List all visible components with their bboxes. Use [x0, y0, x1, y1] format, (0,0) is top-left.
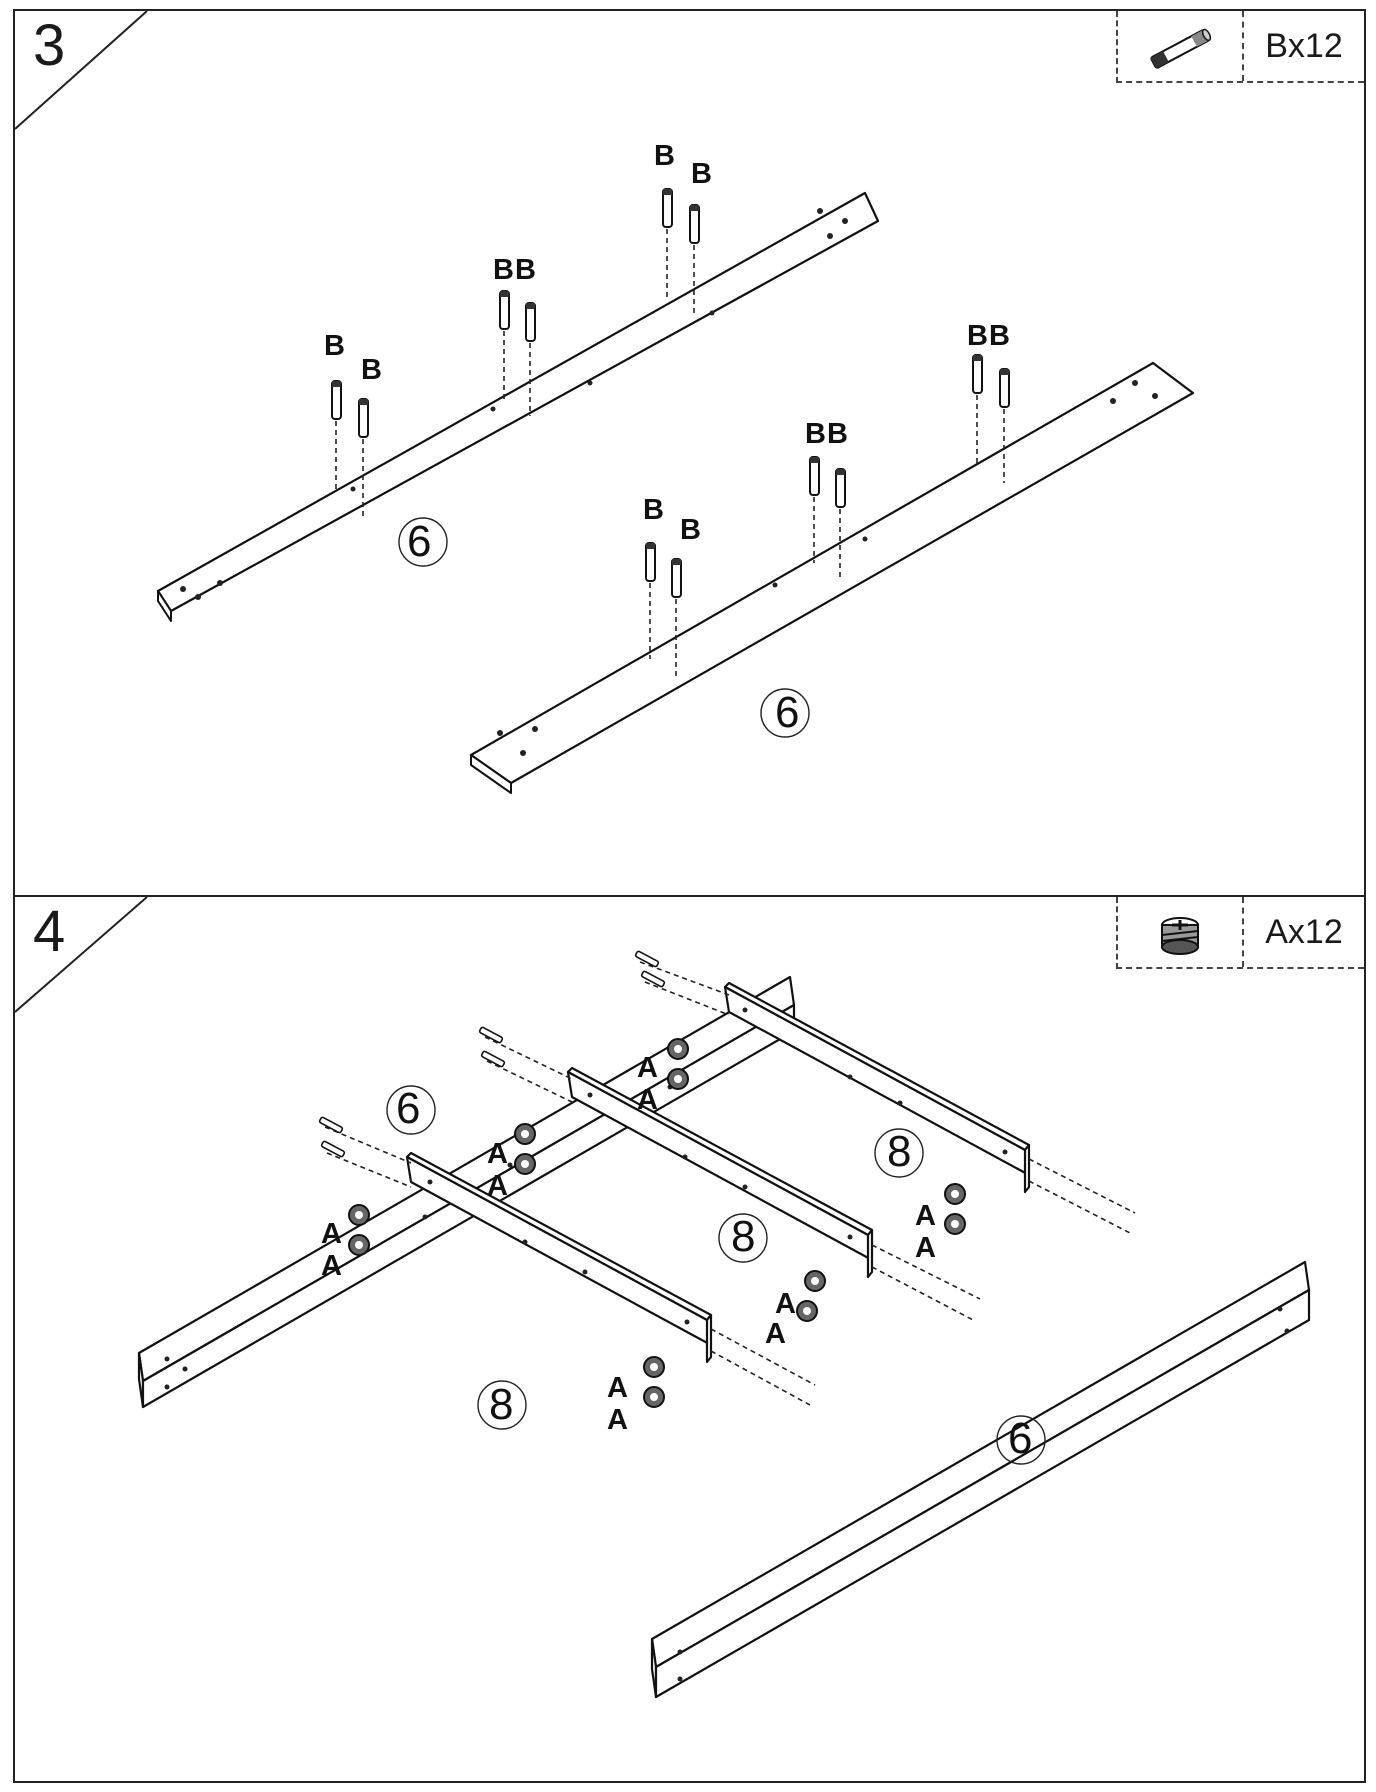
rail-board-6-lower: [469, 361, 1195, 794]
alignment-guides: [324, 961, 1136, 1406]
slat-board-8-front: [405, 1151, 713, 1364]
cam-lock-nut: [643, 1386, 665, 1408]
step-4-hardware-box: Ax12: [1116, 897, 1364, 969]
cam-lock-count-label: Ax12: [1265, 912, 1343, 951]
cam-lock-label: A: [637, 1052, 658, 1084]
cam-lock-label: A: [637, 1084, 658, 1116]
dowel-label: B: [967, 320, 988, 352]
step-4-corner-slash: [15, 897, 148, 1013]
part-number-6-upper: 6: [398, 517, 448, 567]
cam-lock-label: A: [607, 1372, 628, 1404]
step-3-corner-slash: [15, 11, 148, 130]
dowel: [972, 354, 983, 467]
cam-lock-nut: [514, 1123, 536, 1145]
dowel: [835, 468, 846, 581]
dowel: [358, 398, 369, 516]
hardware-box-divider: [1242, 11, 1244, 81]
cam-lock-nut: [944, 1213, 966, 1235]
rail-board-6-upper: [156, 191, 880, 622]
svg-text:6: 6: [396, 1084, 420, 1133]
cam-lock-nut: [643, 1356, 665, 1378]
dowel: [671, 558, 682, 676]
svg-text:6: 6: [1008, 1414, 1032, 1463]
cam-lock-label: A: [321, 1250, 342, 1282]
cam-lock-nut: [944, 1183, 966, 1205]
dowel-count-label: Bx12: [1265, 26, 1343, 65]
svg-text:8: 8: [489, 1380, 513, 1429]
dowel-label: B: [680, 514, 701, 546]
svg-text:6: 6: [775, 688, 799, 737]
part-number-6-left: 6: [386, 1084, 436, 1135]
dowel-label: B: [493, 254, 514, 286]
part-number-6-lower: 6: [760, 688, 810, 738]
dowel: [689, 204, 700, 316]
dowel-label: B: [654, 140, 675, 172]
dowel-label: B: [691, 158, 712, 190]
cam-lock-nut: [796, 1300, 818, 1322]
dowels-upper-board: [331, 188, 700, 516]
dowel: [662, 188, 673, 299]
dowel-label: B: [515, 254, 536, 286]
step-4-panel: 4 Ax12: [13, 897, 1366, 1783]
dowel: [645, 542, 656, 659]
dowel-label: B: [643, 494, 664, 526]
step-4-drawing: A A A A A A A A A A A A 6 6 8 8 8: [137, 950, 1311, 1699]
dowel: [331, 380, 342, 491]
part-number-8-front: 8: [477, 1380, 527, 1430]
step-4-number: 4: [33, 899, 66, 964]
step-3-hardware-box: Bx12: [1116, 11, 1364, 83]
cam-lock-label: A: [487, 1170, 508, 1202]
rail-board-6-right: [650, 1260, 1311, 1699]
svg-text:6: 6: [407, 517, 431, 566]
wooden-dowel-icon: [1118, 11, 1242, 81]
hardware-box-divider: [1242, 897, 1244, 967]
cam-locks: [348, 1038, 966, 1408]
cam-lock-label: A: [607, 1404, 628, 1436]
part-number-6-right: 6: [996, 1414, 1046, 1465]
cam-lock-label: A: [915, 1200, 936, 1232]
svg-text:8: 8: [731, 1212, 755, 1261]
dowel-label: B: [827, 418, 848, 450]
cam-lock-label: A: [487, 1138, 508, 1170]
cam-lock-nut: [348, 1204, 370, 1226]
svg-text:8: 8: [887, 1127, 911, 1176]
step-3-number: 3: [33, 13, 66, 78]
dowel-label: B: [989, 320, 1010, 352]
part-number-8-middle: 8: [718, 1212, 768, 1263]
step-3-drawing: B B B B B B B B B B B B 6 6: [156, 140, 1195, 794]
cam-lock-nut: [514, 1153, 536, 1175]
dowel: [499, 290, 510, 399]
cam-lock-nut: [667, 1038, 689, 1060]
dowel: [999, 368, 1010, 483]
slat-board-8-back: [723, 981, 1031, 1194]
slat-board-8-middle: [566, 1066, 874, 1279]
dowel: [809, 456, 820, 563]
dowel-label: B: [324, 330, 345, 362]
cam-lock-label: A: [321, 1218, 342, 1250]
cam-lock-nut: [804, 1270, 826, 1292]
cam-lock-nut: [348, 1234, 370, 1256]
dowels-left-rail: [318, 950, 666, 1158]
cam-lock-label: A: [775, 1288, 796, 1320]
cam-lock-label: A: [915, 1232, 936, 1264]
cam-lock-label: A: [765, 1318, 786, 1350]
dowels-lower-board: [645, 354, 1010, 676]
dowel-label: B: [805, 418, 826, 450]
step-3-panel: 3 Bx12: [13, 9, 1366, 897]
cam-lock-nut-icon: [1118, 897, 1242, 967]
cam-lock-nut: [667, 1068, 689, 1090]
dowel: [525, 302, 536, 416]
part-number-8-back: 8: [874, 1127, 924, 1178]
dowel-label: B: [361, 354, 382, 386]
